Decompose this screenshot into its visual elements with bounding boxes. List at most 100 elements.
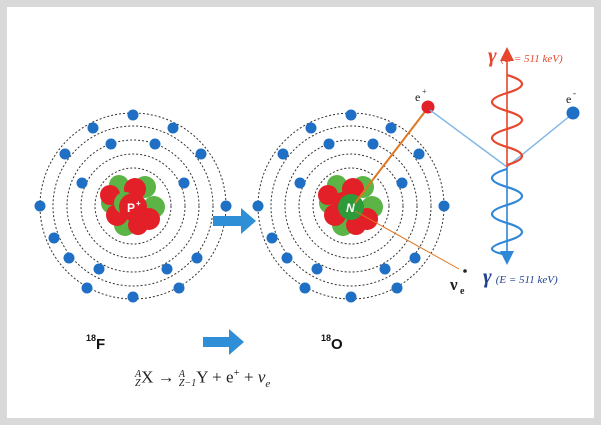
electron bbox=[385, 122, 397, 134]
orbit-2 bbox=[80, 153, 186, 259]
annihilation-line-positron bbox=[429, 109, 508, 168]
neutrino-track bbox=[354, 210, 460, 270]
electron bbox=[305, 122, 317, 134]
eq-neutrino: ν bbox=[257, 367, 266, 387]
gamma-energy-bottom: (E = 511 keV) bbox=[495, 274, 558, 286]
equation-arrow bbox=[203, 329, 244, 355]
gamma-arrowhead-up bbox=[500, 47, 514, 61]
eq-lhs-element: X bbox=[141, 367, 154, 387]
eq-neutrino-sub: e bbox=[265, 378, 271, 391]
gamma-symbol-bottom: γ bbox=[483, 264, 492, 288]
electron-particle bbox=[566, 106, 580, 120]
eq-lhs-atomic: Z bbox=[135, 377, 141, 389]
fluorine-atom: P + bbox=[34, 109, 232, 303]
electron bbox=[173, 282, 185, 294]
electron bbox=[438, 200, 450, 212]
electron bbox=[59, 148, 71, 160]
decay-equation: A Z X → A Z−1 Y + e+ + νe bbox=[135, 367, 355, 390]
electron bbox=[63, 252, 75, 264]
eq-rhs-atomic: Z−1 bbox=[178, 377, 197, 389]
gamma-wave-down bbox=[490, 167, 524, 257]
oxygen-nucleus: N bbox=[318, 175, 383, 236]
diagram-frame: P + bbox=[7, 7, 594, 418]
oxygen-electrons bbox=[252, 109, 450, 303]
eq-positron: e bbox=[225, 367, 234, 387]
electron bbox=[127, 291, 139, 303]
gamma-energy-top: (E = 511 keV) bbox=[500, 53, 563, 65]
eq-plus-2: + bbox=[243, 367, 254, 387]
orbit-3 bbox=[284, 139, 418, 273]
eq-plus-1: + bbox=[212, 367, 222, 387]
electron bbox=[294, 177, 306, 189]
fluorine-electrons bbox=[34, 109, 232, 303]
electron bbox=[34, 200, 46, 212]
electron bbox=[345, 291, 357, 303]
positron-label: e bbox=[415, 90, 420, 104]
electron bbox=[396, 177, 408, 189]
nucleus-label-p: P bbox=[127, 201, 135, 215]
gamma-symbol-top: γ bbox=[488, 43, 497, 67]
electron bbox=[149, 138, 161, 150]
electron bbox=[105, 138, 117, 150]
electron bbox=[413, 148, 425, 160]
electron bbox=[93, 263, 105, 275]
fluorine-symbol: F bbox=[96, 336, 105, 353]
electron bbox=[311, 263, 323, 275]
electron bbox=[76, 177, 88, 189]
electron bbox=[161, 263, 173, 275]
electron bbox=[81, 282, 93, 294]
electron bbox=[191, 252, 203, 264]
positron-charge: + bbox=[422, 87, 427, 96]
electron bbox=[252, 200, 264, 212]
gamma-wave-up bbox=[490, 73, 524, 167]
electron bbox=[87, 122, 99, 134]
electron bbox=[345, 109, 357, 121]
electron bbox=[323, 138, 335, 150]
positron-track bbox=[354, 108, 428, 204]
electron bbox=[409, 252, 421, 264]
electron bbox=[299, 282, 311, 294]
neutrino-subscript: e bbox=[460, 286, 465, 297]
gamma-label-bottom: γ (E = 511 keV) bbox=[483, 264, 558, 289]
eq-rhs-element: Y bbox=[196, 367, 208, 387]
nucleus-charge-p: + bbox=[136, 199, 141, 208]
gamma-label-top: γ (E = 511 keV) bbox=[488, 43, 563, 68]
electron bbox=[178, 177, 190, 189]
electron bbox=[167, 122, 179, 134]
oxygen-symbol: O bbox=[331, 336, 343, 353]
orbit-3 bbox=[66, 139, 200, 273]
electron bbox=[391, 282, 403, 294]
electron bbox=[195, 148, 207, 160]
electron bbox=[48, 232, 60, 244]
fluorine-mass-number: 18 bbox=[86, 333, 96, 343]
orbit-4 bbox=[52, 125, 214, 287]
nucleus-label-n: N bbox=[346, 201, 355, 215]
electron bbox=[266, 232, 278, 244]
neutrino-dot bbox=[463, 269, 467, 273]
diagram-canvas: P + bbox=[7, 7, 594, 418]
eq-lhs-mass: A bbox=[135, 368, 142, 380]
electron bbox=[367, 138, 379, 150]
eq-arrow: → bbox=[157, 367, 175, 387]
orbit-1 bbox=[94, 167, 172, 245]
neutrino-label: ν bbox=[449, 275, 458, 294]
electron bbox=[281, 252, 293, 264]
orbit-2 bbox=[298, 153, 404, 259]
orbit-4 bbox=[270, 125, 432, 287]
eq-rhs-mass: A bbox=[178, 368, 185, 380]
electron-label: e bbox=[566, 92, 571, 106]
eq-positron-charge: + bbox=[233, 367, 240, 379]
electron bbox=[379, 263, 391, 275]
oxygen-mass-number: 18 bbox=[321, 333, 331, 343]
nucleon-proton bbox=[119, 193, 147, 221]
electron-charge: - bbox=[573, 88, 576, 98]
oxygen-atom: N bbox=[252, 109, 450, 303]
annihilation-line-electron bbox=[506, 114, 572, 168]
fluorine-nucleus: P + bbox=[100, 175, 165, 236]
decay-diagram-svg: P + bbox=[34, 47, 580, 355]
electron bbox=[127, 109, 139, 121]
electron bbox=[277, 148, 289, 160]
transition-arrow bbox=[213, 208, 256, 234]
electron bbox=[220, 200, 232, 212]
orbit-1 bbox=[312, 167, 390, 245]
